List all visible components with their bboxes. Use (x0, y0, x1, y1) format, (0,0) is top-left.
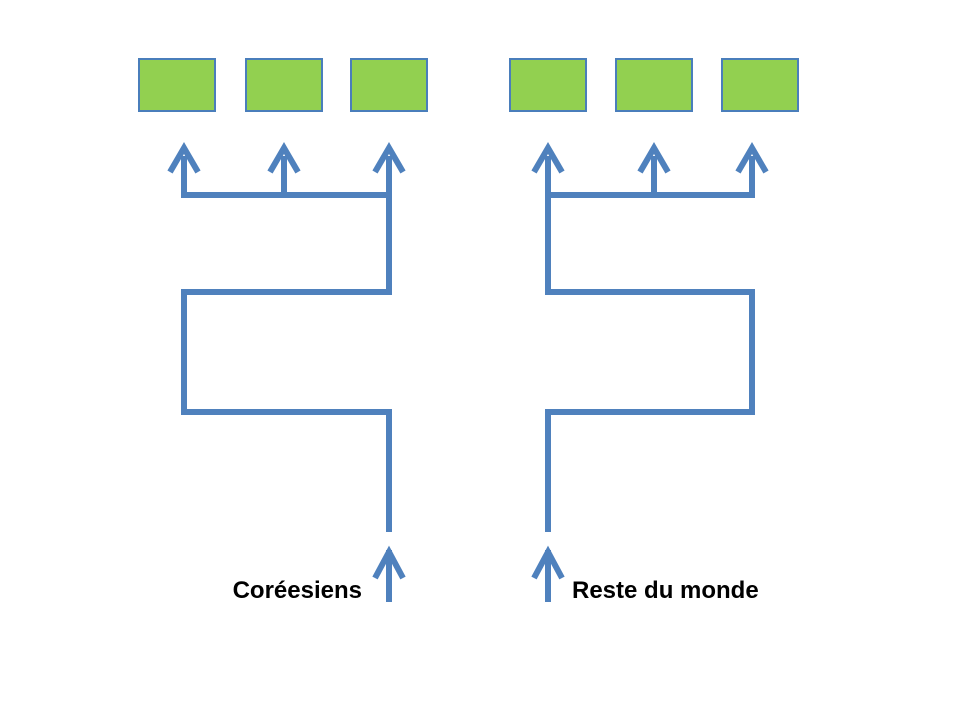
right-source-label: Reste du monde (572, 577, 759, 604)
right-entry-arrow-up-icon (531, 545, 565, 580)
left-box-3 (350, 58, 428, 112)
right-distribution-bar (548, 156, 755, 198)
right-box-2 (615, 58, 693, 112)
left-arrow-up-icon-3 (372, 142, 406, 174)
left-entry-arrow-up-icon (372, 545, 406, 580)
left-flow (167, 142, 406, 602)
right-destination-boxes (509, 58, 799, 112)
right-flow (531, 142, 769, 602)
left-arrow-up-icon-1 (167, 142, 201, 174)
right-arrow-up-icon-2 (637, 142, 671, 174)
right-flow-line (545, 156, 755, 532)
left-source-label: Coréesiens (233, 577, 362, 604)
left-box-2 (245, 58, 323, 112)
right-box-1 (509, 58, 587, 112)
left-flow-line (181, 156, 392, 532)
left-box-1 (138, 58, 216, 112)
right-arrow-up-icon-1 (531, 142, 565, 174)
left-destination-boxes (138, 58, 428, 112)
left-distribution-bar (181, 156, 389, 198)
right-arrow-up-icon-3 (735, 142, 769, 174)
right-box-3 (721, 58, 799, 112)
left-arrow-up-icon-2 (267, 142, 301, 174)
